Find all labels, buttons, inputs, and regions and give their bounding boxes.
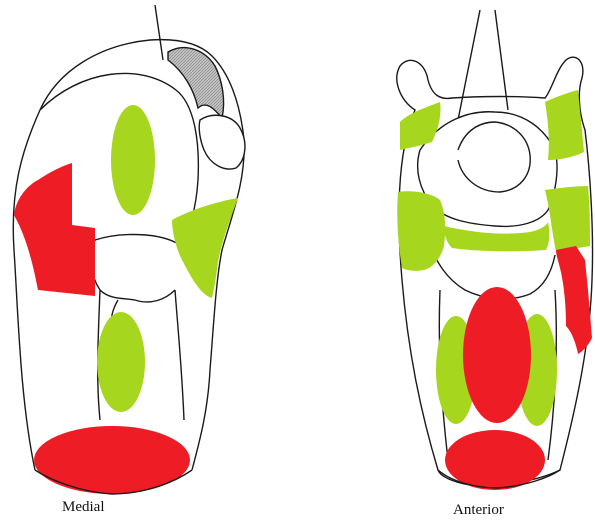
anterior-tendon-right (495, 10, 508, 110)
anterior-red-zone-base (445, 430, 545, 490)
anterior-view-label: Anterior (453, 502, 504, 519)
medial-green-zone-upper (111, 105, 155, 215)
anterior-red-zone-center (463, 287, 531, 423)
medial-view-label: Medial (62, 499, 105, 516)
anterior-green-zone-upper-right (545, 90, 584, 160)
medial-green-zone-lower (97, 312, 145, 412)
anterior-green-zone-band-left (397, 191, 445, 271)
